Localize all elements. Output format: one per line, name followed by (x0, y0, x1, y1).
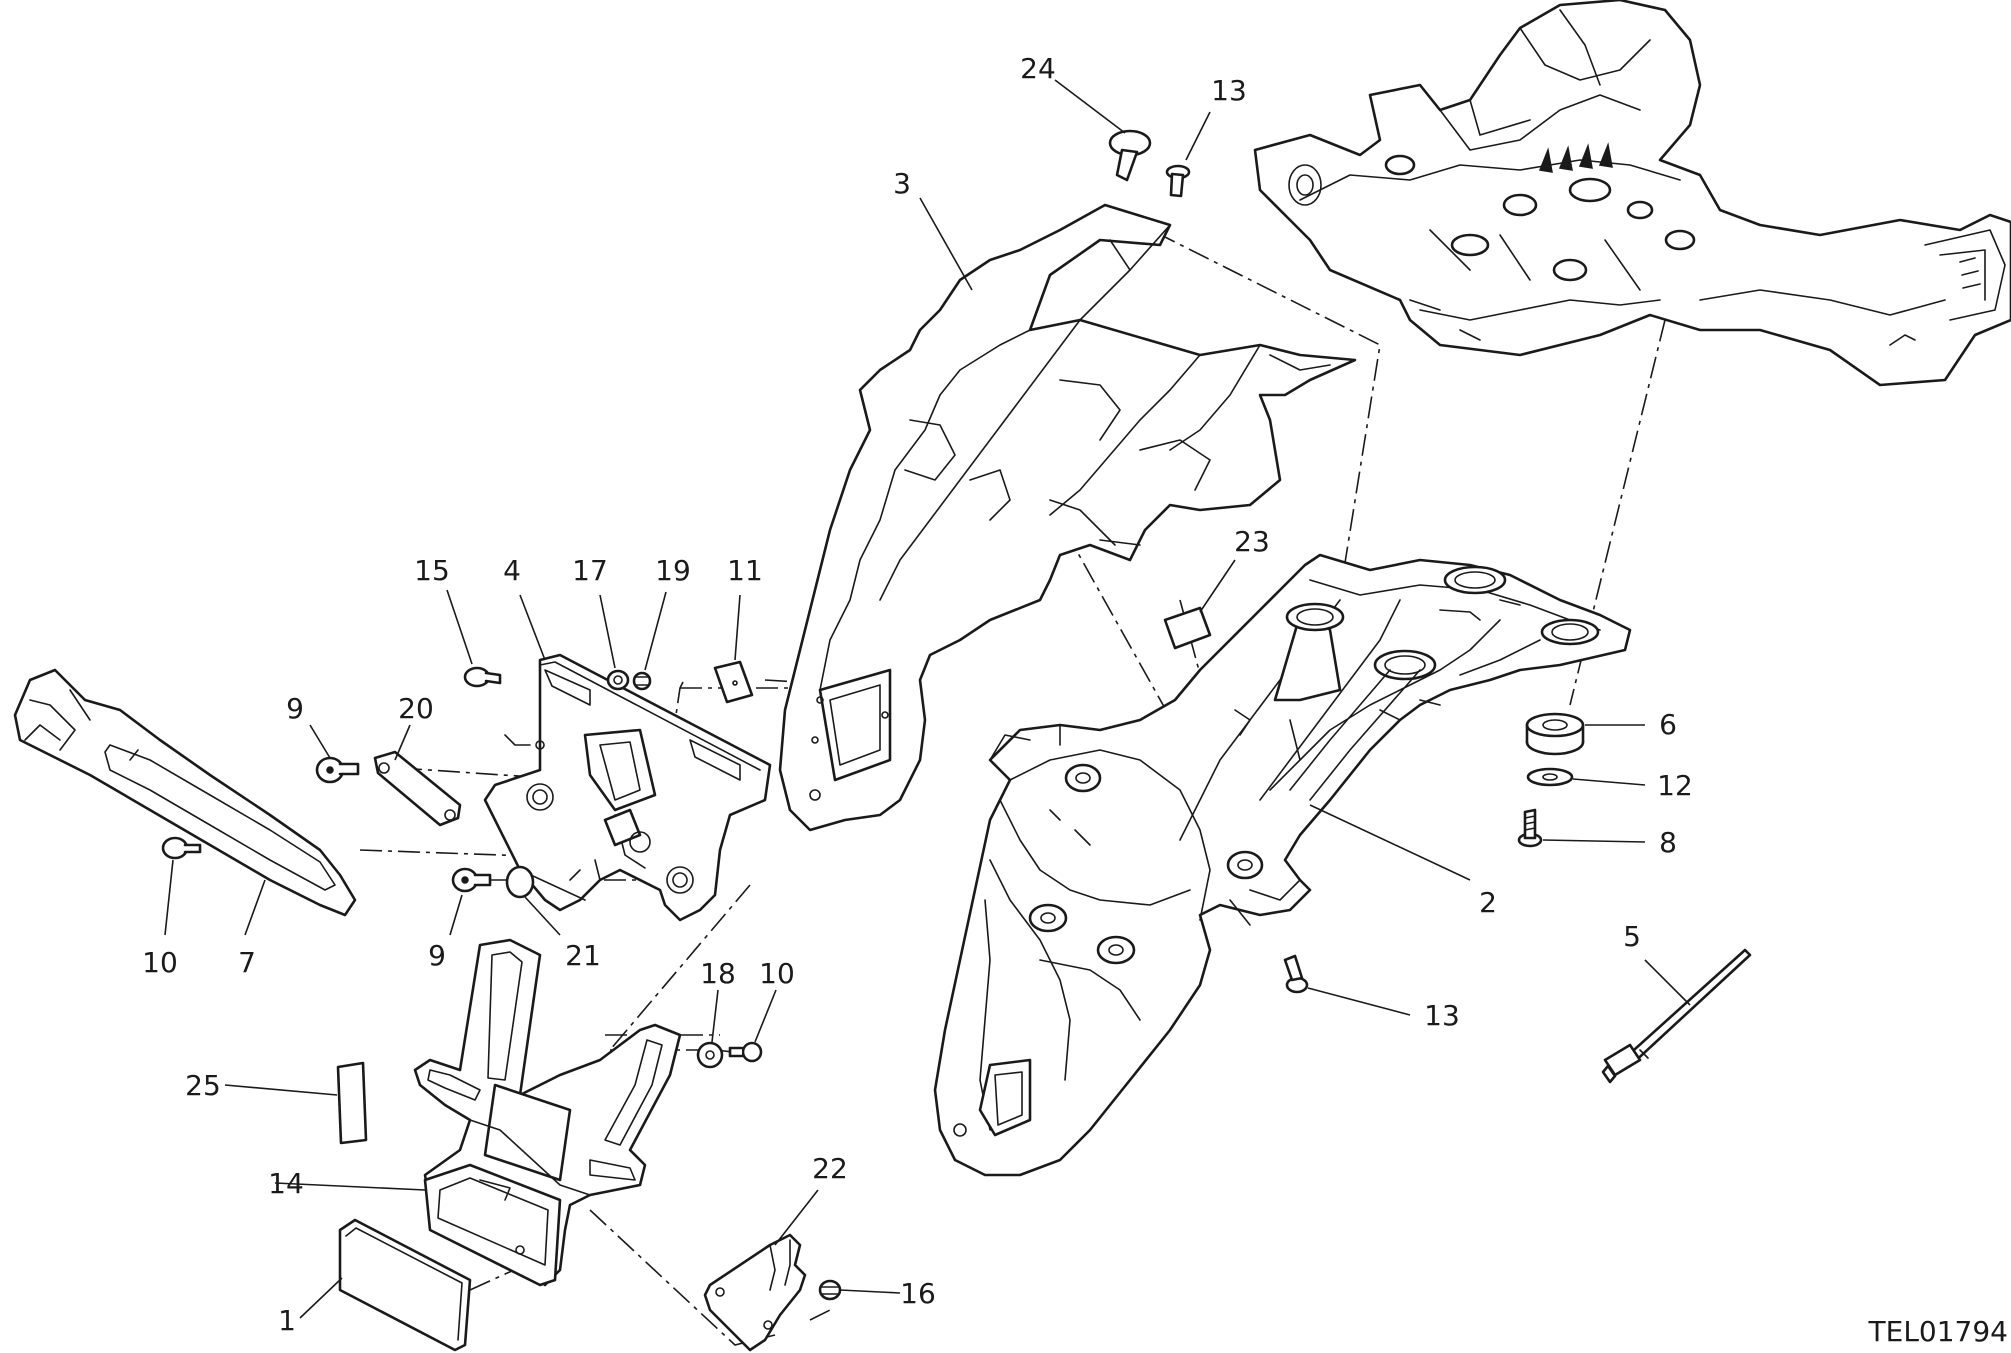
part-10-bolt-right (728, 1041, 763, 1063)
part-7-arm (13, 668, 357, 917)
callout-1: 1 (278, 1304, 296, 1337)
part-19-nut (632, 671, 652, 691)
callout-8: 8 (1659, 826, 1677, 859)
part-8-screw (1517, 808, 1543, 848)
part-22-bracket (703, 1233, 807, 1352)
callout-23: 23 (1234, 525, 1270, 558)
callout-18: 18 (700, 957, 736, 990)
part-4-bracket (483, 653, 772, 922)
callout-11: 11 (727, 554, 763, 587)
part-15-bolt (463, 666, 502, 688)
callout-16: 16 (900, 1277, 936, 1310)
part-17-washer (606, 669, 630, 691)
callouts: 24 13 3 15 4 17 19 11 23 9 20 6 12 8 2 1… (142, 52, 1693, 1337)
part-10-bolt-left (161, 836, 202, 860)
callout-7: 7 (238, 946, 256, 979)
callout-5: 5 (1623, 920, 1641, 953)
part-5-cable-tie (1601, 948, 1752, 1084)
part-6-grommet (1525, 712, 1585, 756)
part-13-screw-lower (1283, 954, 1309, 994)
callout-10-right: 10 (759, 957, 795, 990)
part-12-washer (1526, 767, 1574, 787)
callout-9-lower: 9 (428, 939, 446, 972)
part-24-push-rivet (1108, 129, 1152, 182)
part-21-washer (505, 865, 535, 899)
part-14-plate-holder (413, 938, 682, 1287)
callout-25: 25 (185, 1069, 221, 1102)
drawing-code: TEL01794 (1868, 1315, 2008, 1348)
callout-9-upper: 9 (286, 692, 304, 725)
callout-17: 17 (572, 554, 608, 587)
tail-frame-top (1253, 0, 2011, 387)
callout-2: 2 (1479, 886, 1497, 919)
part-3-undertray (778, 203, 1357, 832)
part-25-sticker (336, 1061, 368, 1145)
callout-13-top: 13 (1211, 74, 1247, 107)
callout-13-lower: 13 (1424, 999, 1460, 1032)
part-13-screw-upper (1165, 164, 1191, 198)
callout-14: 14 (268, 1167, 304, 1200)
callout-20: 20 (398, 692, 434, 725)
part-11-clip (713, 660, 754, 704)
callout-22: 22 (812, 1152, 848, 1185)
callout-4: 4 (503, 554, 521, 587)
callout-3: 3 (893, 167, 911, 200)
part-18-washer (696, 1041, 724, 1069)
part-1-reflector (338, 1218, 472, 1352)
callout-12: 12 (1657, 769, 1693, 802)
callout-6: 6 (1659, 708, 1677, 741)
part-16-nut (818, 1279, 842, 1301)
part-9-bolt-upper (315, 756, 360, 784)
callout-10-left: 10 (142, 946, 178, 979)
part-9-bolt-lower (451, 867, 492, 893)
part-20-strip (373, 750, 462, 827)
part-23-label (1163, 606, 1212, 650)
callout-21: 21 (565, 939, 601, 972)
part-2-rear-fender (933, 553, 1632, 1177)
leader-lines (164, 79, 1691, 1319)
callout-15: 15 (414, 554, 450, 587)
callout-24: 24 (1020, 52, 1056, 85)
callout-19: 19 (655, 554, 691, 587)
